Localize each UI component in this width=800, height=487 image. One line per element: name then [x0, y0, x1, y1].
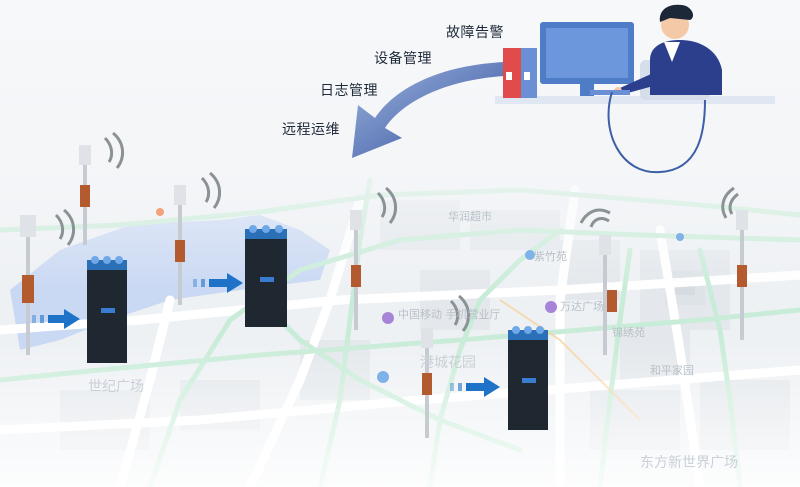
flow-arrow-icon — [32, 309, 80, 329]
function-label-log-management: 日志管理 — [320, 83, 378, 99]
smart-pole-icon — [20, 208, 75, 355]
map-label: 紫竹苑 — [534, 250, 567, 263]
power-cabinet-icon — [508, 326, 548, 430]
power-cabinet-icon — [87, 256, 127, 363]
flow-arrow-icon — [193, 273, 243, 293]
map-label: 和平家园 — [650, 364, 694, 377]
smart-pole-icon — [350, 186, 397, 330]
map-label: 世纪广场 — [88, 379, 144, 395]
management-arrow-icon — [352, 62, 505, 158]
map-label: 锦绣苑 — [612, 326, 645, 339]
poi-markers — [156, 208, 684, 383]
map-label: 华润超市 — [448, 210, 492, 223]
map-label: 中国移动 手机营业厅 — [398, 308, 501, 321]
smart-pole-icon — [421, 294, 470, 438]
smart-pole-icon — [721, 186, 748, 340]
map-label: 港城花园 — [420, 355, 476, 371]
smart-pole-icon — [79, 131, 124, 245]
smart-poles — [20, 131, 748, 438]
map-label: 万达广场 — [560, 300, 604, 313]
function-label-remote-maintenance: 远程运维 — [282, 122, 340, 138]
flow-arrow-icon — [450, 377, 500, 397]
function-label-device-management: 设备管理 — [374, 51, 432, 67]
power-cabinet-icon — [245, 225, 287, 327]
smart-pole-icon — [579, 208, 617, 355]
smart-pole-icon — [174, 171, 221, 305]
person-at-computer-icon — [495, 4, 775, 174]
map-label: 东方新世界广场 — [640, 455, 738, 471]
function-label-fault-alarm: 故障告警 — [446, 25, 504, 41]
